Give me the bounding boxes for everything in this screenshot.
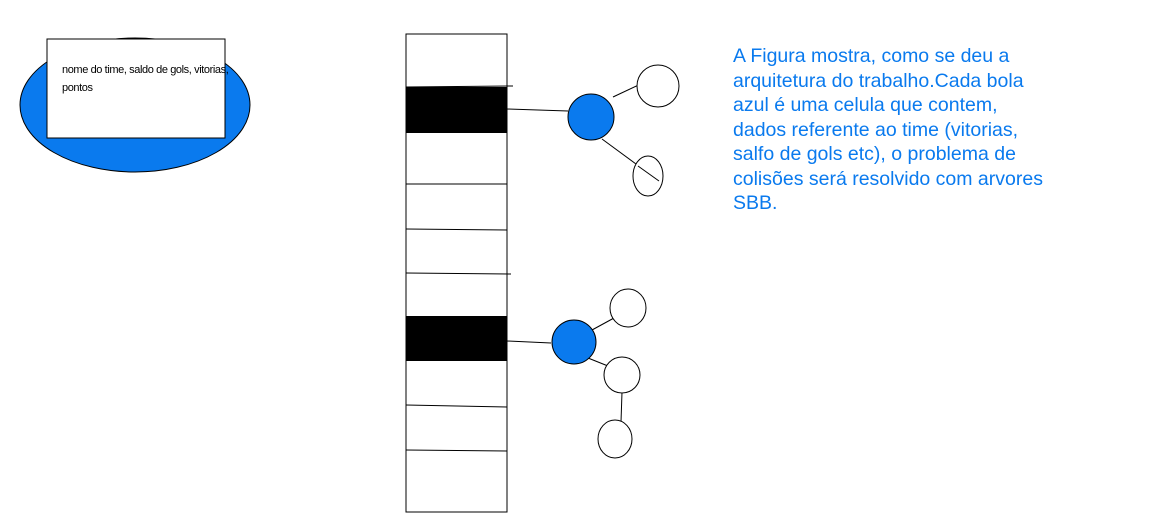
slot-divider xyxy=(405,85,514,88)
slot-divider xyxy=(405,228,508,231)
cell-example: nome do time, saldo de gols, vitorias, p… xyxy=(19,37,251,173)
tree-2-root-node xyxy=(551,319,597,365)
description-line: azul é uma celula que contem, xyxy=(733,94,998,116)
tree-1-root-node xyxy=(567,93,615,141)
hash-slot-filled-1 xyxy=(406,87,507,133)
tree-1-child-node-1 xyxy=(636,64,680,108)
tree-1-link-child-2-tail xyxy=(637,165,660,182)
tree-2-child-node-1 xyxy=(609,288,647,328)
description-line: A Figura mostra, como se deu a xyxy=(733,45,1010,67)
tree-2-link-grandchild xyxy=(620,391,623,423)
hash-table xyxy=(405,33,514,513)
hash-slot-dividers xyxy=(405,85,514,452)
description-text: A Figura mostra, como se deu a arquitetu… xyxy=(733,44,1133,216)
collision-tree-1 xyxy=(506,64,680,197)
tree-1-child-node-2 xyxy=(632,155,664,197)
slot-divider xyxy=(405,449,508,452)
tree-2-link-slot xyxy=(506,340,552,344)
cell-example-label-line-1: nome do time, saldo de gols, vitorias, xyxy=(62,64,229,76)
slot-divider xyxy=(405,404,508,408)
description-line: SBB. xyxy=(733,192,778,214)
tree-1-link-slot xyxy=(506,108,569,112)
description-line: arquitetura do trabalho.Cada bola xyxy=(733,69,1024,92)
tree-2-grandchild-node xyxy=(597,419,633,459)
collision-tree-2 xyxy=(506,288,647,459)
cell-example-box xyxy=(46,38,226,139)
description-line: colisões será resolvido com arvores xyxy=(733,167,1043,190)
slot-divider xyxy=(405,272,512,275)
description-line: dados referente ao time (vitorias, xyxy=(733,118,1019,141)
description-line: salfo de gols etc), o problema de xyxy=(733,143,1016,165)
tree-2-child-node-2 xyxy=(603,356,641,394)
tree-2-link-child-2 xyxy=(587,357,609,367)
tree-2-link-child-1 xyxy=(591,317,615,331)
hash-slot-filled-2 xyxy=(406,316,507,361)
cell-example-label-line-2: pontos xyxy=(62,82,94,94)
